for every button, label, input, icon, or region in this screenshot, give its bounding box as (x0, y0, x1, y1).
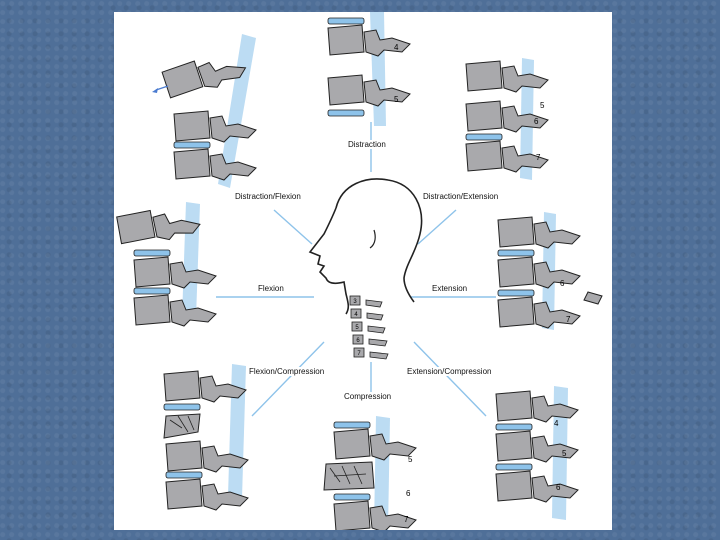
connector-lines (216, 122, 496, 417)
label-distraction: Distraction (347, 140, 387, 149)
vertebra-number: 5 (394, 95, 399, 104)
neck-number: 7 (357, 351, 361, 357)
vertebra-cluster-distraction: 4 5 (327, 12, 411, 126)
neck-number: 3 (353, 299, 357, 305)
head-profile (308, 178, 423, 315)
vertebra-cluster-flexion-compression (163, 364, 249, 511)
cervical-injury-diagram: 3 4 5 6 7 4 5 (115, 12, 603, 530)
neck-number: 4 (354, 312, 358, 318)
label-compression: Compression (343, 392, 393, 401)
label-distraction-flexion: Distraction/Flexion (234, 192, 302, 201)
vertebra-number: 7 (536, 153, 541, 162)
vertebra-number: 7 (404, 515, 409, 524)
label-distraction-extension: Distraction/Extension (422, 192, 500, 201)
vertebra-number: 5 (562, 449, 567, 458)
vertebra-number: 5 (408, 455, 413, 464)
vertebra-number: 7 (566, 315, 571, 324)
vertebra-number: 5 (540, 101, 545, 110)
vertebra-number: 4 (554, 419, 559, 428)
label-flexion-compression: Flexion/Compression (248, 367, 326, 376)
vertebra-number: 6 (556, 483, 561, 492)
label-extension: Extension (431, 284, 469, 293)
vertebra-cluster-flexion (115, 202, 217, 327)
label-extension-compression: Extension/Compression (406, 367, 493, 376)
neck-vertebrae: 3 4 5 6 7 (349, 295, 389, 360)
label-flexion: Flexion (257, 284, 285, 293)
neck-number: 6 (356, 338, 360, 344)
vertebra-cluster-distraction-flexion (152, 34, 257, 188)
vertebra-cluster-compression: 5 6 7 (323, 416, 417, 530)
vertebra-number: 6 (406, 489, 411, 498)
vertebra-number: 6 (534, 117, 539, 126)
vertebra-cluster-distraction-extension: 5 6 7 (465, 58, 549, 180)
diagram-panel: 3 4 5 6 7 4 5 (114, 12, 612, 530)
neck-number: 5 (355, 325, 359, 331)
vertebra-number: 6 (560, 279, 565, 288)
vertebra-number: 4 (394, 43, 399, 52)
vertebra-cluster-extension-compression: 4 5 6 (495, 386, 579, 520)
vertebra-cluster-extension: 6 7 (497, 212, 603, 330)
